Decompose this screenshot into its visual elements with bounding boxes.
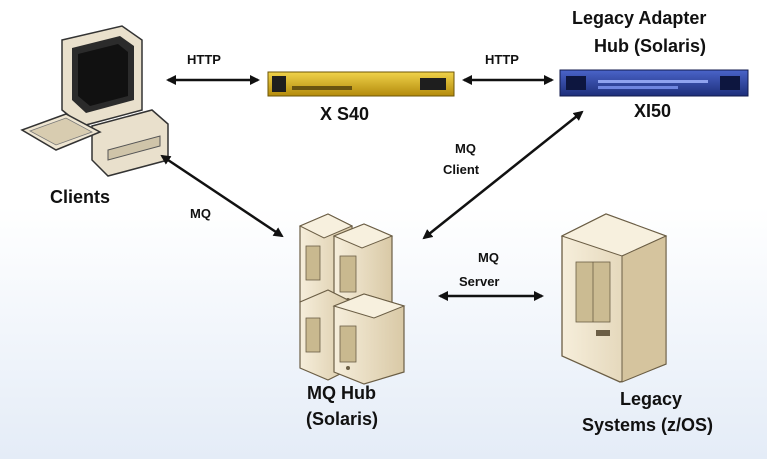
mq-server-label-line1: MQ	[478, 250, 499, 265]
mq-server-label-line2: Server	[459, 274, 500, 289]
legacy-mainframe-icon	[560, 213, 668, 383]
mq-hub-servers-icon	[298, 213, 406, 385]
xi50-title-line2: Hub (Solaris)	[594, 36, 707, 56]
legacy-label-line1: Legacy	[620, 389, 683, 409]
xi50-label: XI50	[634, 101, 672, 121]
client-computer-icon	[20, 25, 169, 177]
arrow-clients-mqhub	[160, 154, 284, 238]
mq-client-label-line1: MQ	[455, 141, 476, 156]
xi50-appliance-icon	[559, 69, 749, 97]
legacy-label-line2: Systems (z/OS)	[582, 415, 714, 435]
xi50-title-line1: Legacy Adapter	[572, 8, 707, 28]
http-label-right: HTTP	[485, 52, 519, 67]
xs40-appliance-icon	[267, 71, 455, 97]
arrow-xi50-mqhub	[422, 110, 584, 240]
mq-label: MQ	[190, 206, 211, 221]
mq-hub-label-line1: MQ Hub	[307, 383, 376, 403]
xs40-label: X S40	[320, 104, 370, 124]
mq-hub-label-line2: (Solaris)	[306, 409, 379, 429]
http-label-left: HTTP	[187, 52, 221, 67]
mq-client-label-line2: Client	[443, 162, 480, 177]
clients-label: Clients	[50, 187, 111, 207]
